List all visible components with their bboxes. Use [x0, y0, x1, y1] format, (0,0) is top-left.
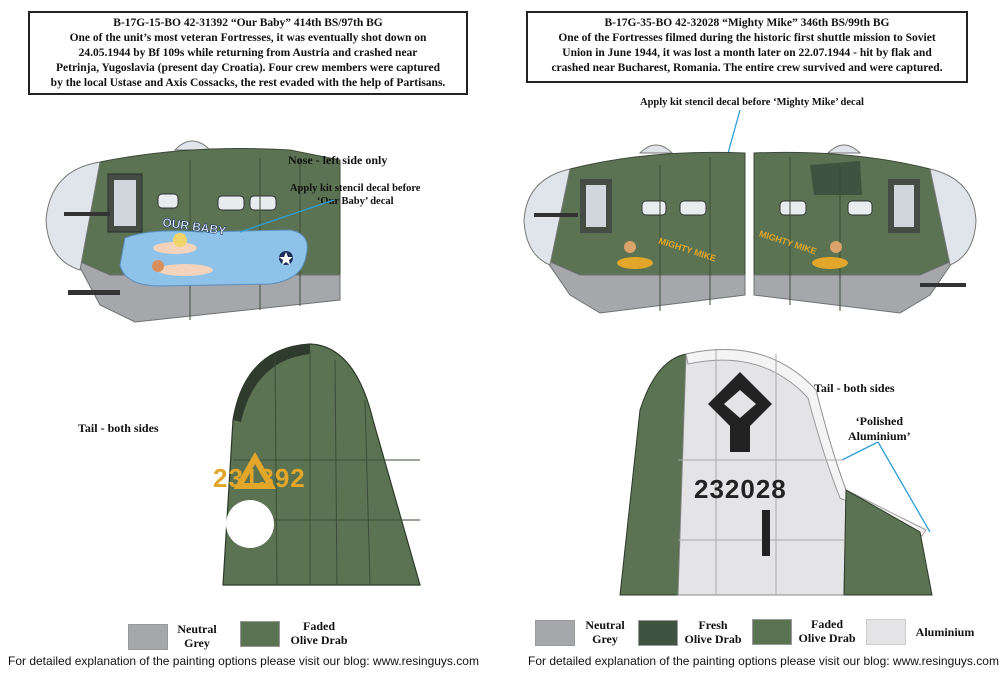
left-tail-serial: 231392: [213, 463, 306, 493]
right-caption-box: B-17G-35-BO 42-32028 “Mighty Mike” 346th…: [526, 11, 968, 83]
left-swatch-label: Faded Olive Drab: [290, 619, 348, 647]
right-swatch-label: Aluminium: [915, 625, 975, 639]
left-caption-box: B-17G-15-BO 42-31392 “Our Baby” 414th BS…: [28, 11, 468, 95]
left-stencil-note: Apply kit stencil decal before ‘Our Baby…: [290, 183, 421, 207]
right-tail-serial: 232028: [694, 474, 787, 504]
left-swatch-neutral-grey: [128, 624, 168, 650]
right-caption-line: crashed near Bucharest, Romania. The ent…: [551, 62, 943, 74]
right-swatch-neutral-grey: [535, 620, 575, 646]
right-tail-illustration: 232028: [619, 349, 933, 596]
right-swatch-faded-olive-drab: [752, 619, 792, 645]
left-caption-line: 24.05.1944 by Bf 109s while returning fr…: [78, 47, 418, 59]
left-swatch-label: Neutral Grey: [177, 622, 217, 650]
left-swatch-faded-olive-drab: [240, 621, 280, 647]
right-tail-label: Tail - both sides: [814, 381, 895, 395]
left-tail-label: Tail - both sides: [78, 421, 159, 435]
left-caption-title: B-17G-15-BO 42-31392 “Our Baby” 414th BS…: [113, 17, 383, 29]
right-stencil-note: Apply kit stencil decal before ‘Mighty M…: [640, 97, 864, 108]
right-swatch-fresh-olive-drab: [638, 620, 678, 646]
left-caption-line: by the local Ustase and Axis Cossacks, t…: [50, 77, 446, 89]
right-caption-line: Union in June 1944, it was lost a month …: [562, 47, 932, 59]
polished-aluminium-note: ‘Polished Aluminium’: [848, 414, 911, 443]
right-swatch-label: Fresh Olive Drab: [684, 618, 742, 646]
left-nose-label: Nose - left side only: [288, 153, 388, 167]
right-swatch-aluminium: [866, 619, 906, 645]
polished-aluminium-callout-lines: [841, 441, 931, 533]
left-caption-line: Petrinja, Yugoslavia (present day Croati…: [55, 62, 441, 74]
right-swatch-label: Faded Olive Drab: [798, 617, 856, 645]
left-tail-illustration: 231392: [213, 343, 421, 586]
left-caption-line: One of the unit’s most veteran Fortresse…: [69, 32, 427, 44]
right-caption-title: B-17G-35-BO 42-32028 “Mighty Mike” 346th…: [604, 17, 890, 29]
right-nose-right-side: MIGHTY MIKE: [753, 144, 977, 314]
right-footer-text: For detailed explanation of the painting…: [528, 654, 999, 668]
right-caption-line: One of the Fortresses filmed during the …: [558, 32, 936, 44]
left-footer-text: For detailed explanation of the painting…: [8, 654, 479, 668]
left-nose-illustration: OUR BABY: [45, 140, 341, 323]
right-nose-left-side: MIGHTY MIKE: [523, 144, 746, 314]
right-swatch-label: Neutral Grey: [585, 618, 625, 646]
left-stencil-callout-line: [239, 199, 335, 233]
